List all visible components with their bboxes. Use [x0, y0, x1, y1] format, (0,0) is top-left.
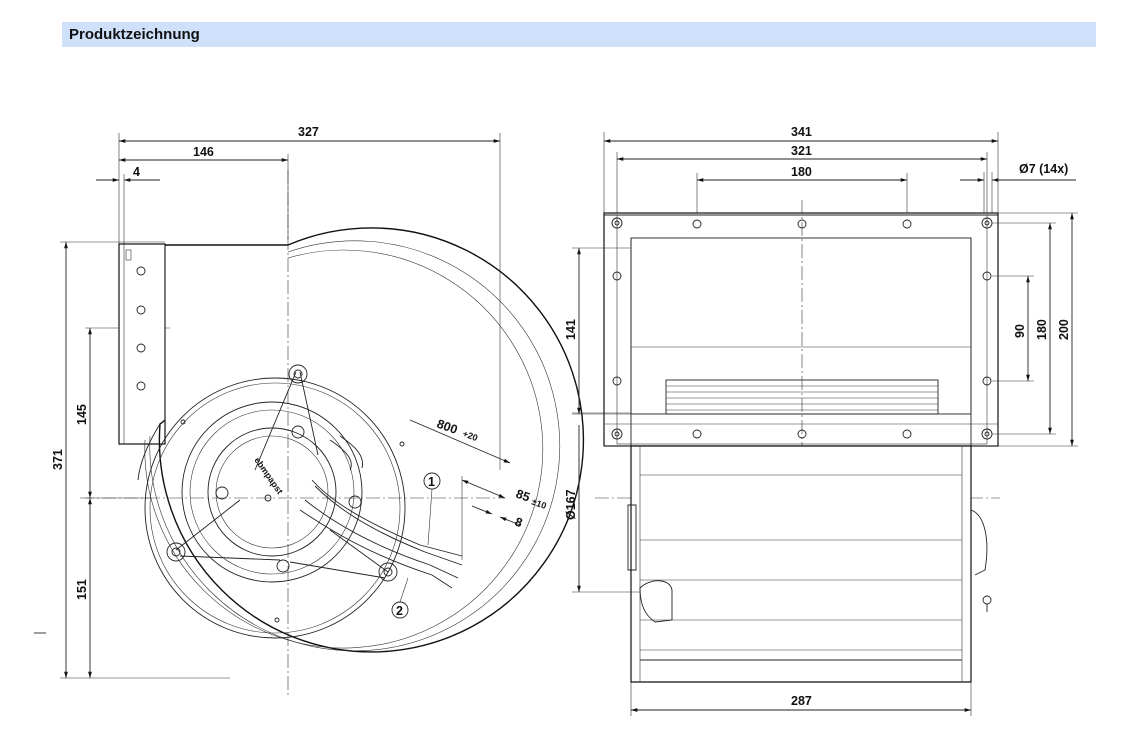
dim-right-200: 200 [1057, 319, 1071, 340]
dim-lower-to-axis: 151 [75, 579, 89, 600]
dim-cable-length-tol: +20 [461, 428, 479, 443]
dim-overall-height: 371 [51, 449, 65, 470]
front-view: 341 321 180 Ø7 (14x) [564, 125, 1078, 716]
dim-inlet-diameter: Ø167 [564, 489, 578, 520]
dim-strip-length: 85 [514, 487, 532, 505]
callout-2-label: 2 [396, 604, 403, 618]
housing-body [630, 445, 972, 683]
callout-1-label: 1 [428, 475, 435, 489]
dim-to-axis: 146 [193, 145, 214, 159]
section-header: Produktzeichnung [62, 22, 1096, 47]
dim-strip-end: 8 [513, 515, 524, 531]
dim-flange-thickness: 4 [133, 165, 140, 179]
dim-right-180: 180 [1035, 319, 1049, 340]
scroll-housing [158, 227, 585, 653]
section-title: Produktzeichnung [69, 26, 200, 43]
dim-hole-spacing-outer: 321 [791, 144, 812, 158]
dim-hole-spacing-inner: 180 [791, 165, 812, 179]
dim-right-90: 90 [1013, 324, 1027, 338]
dim-outlet-height: 141 [564, 319, 578, 340]
dim-strip-length-tol: ±10 [530, 496, 547, 511]
dim-overall-width: 327 [298, 125, 319, 139]
dim-hole-spec: Ø7 (14x) [1019, 162, 1068, 176]
outlet-flange [603, 212, 999, 447]
side-view: 327 146 4 371 145 151 [34, 125, 585, 698]
dim-front-overall-width: 341 [791, 125, 812, 139]
dim-housing-width: 287 [791, 694, 812, 708]
dim-cable-length: 800 [435, 417, 459, 437]
motor-label: ebmpapst [252, 455, 285, 496]
dim-upper-to-axis: 145 [75, 404, 89, 425]
